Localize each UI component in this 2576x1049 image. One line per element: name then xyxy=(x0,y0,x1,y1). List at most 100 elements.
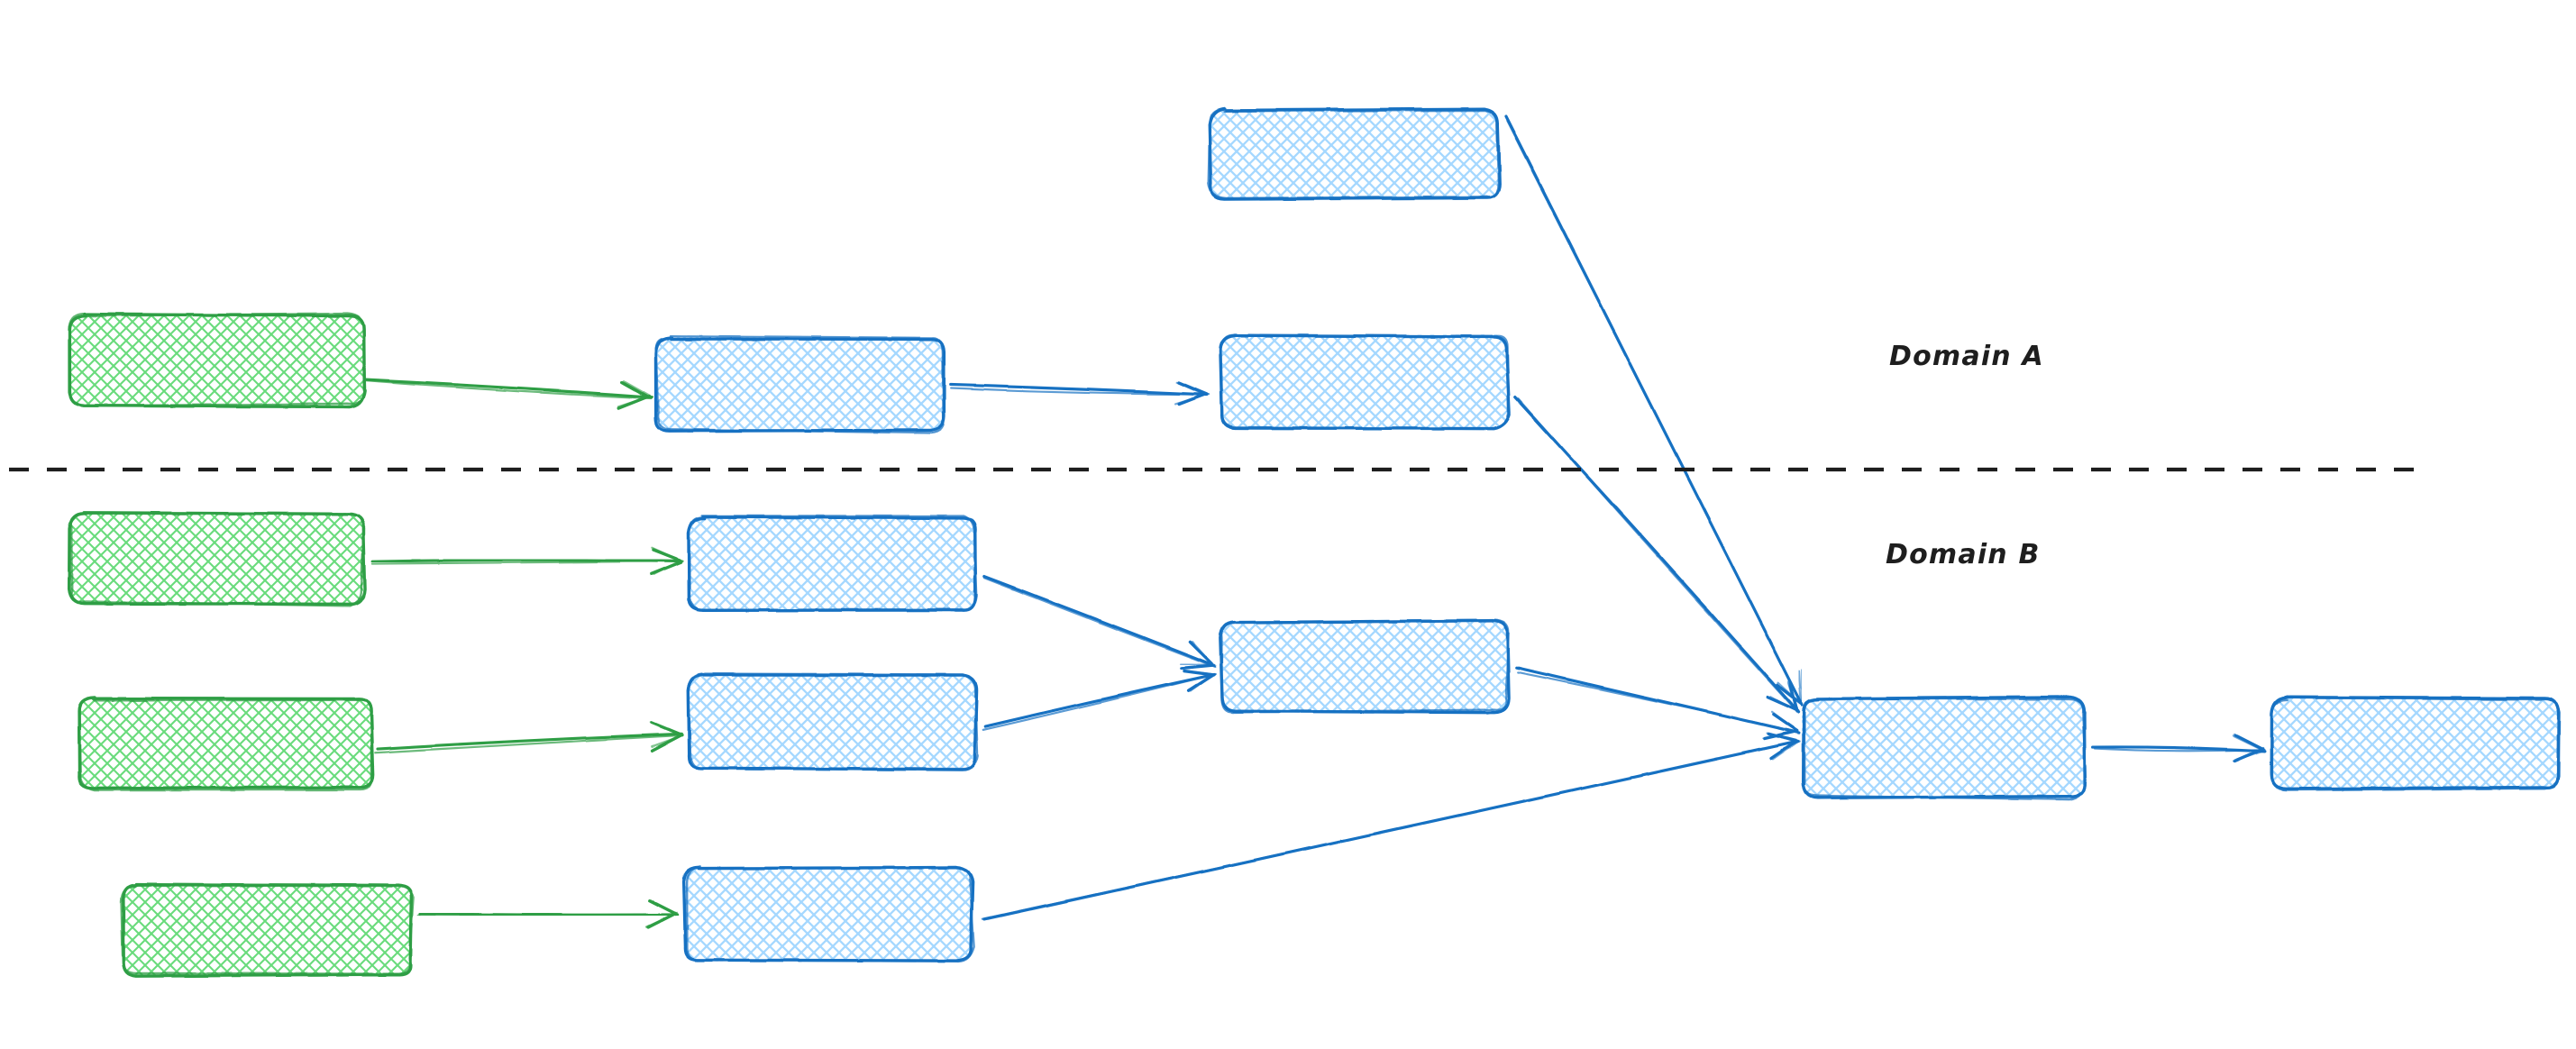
node-fill xyxy=(1220,621,1508,713)
node-outline xyxy=(688,515,978,612)
edge-shaft xyxy=(363,379,653,399)
edge-e-1[interactable] xyxy=(362,379,653,410)
edge-shaft xyxy=(370,560,684,565)
edge-arrowhead xyxy=(617,396,650,408)
node-outline xyxy=(1220,618,1510,714)
node-fill xyxy=(1802,698,2086,798)
edge-arrowhead xyxy=(1771,741,1798,761)
edge-arrowhead xyxy=(1787,680,1798,711)
node-fill xyxy=(684,867,973,962)
edge-shaft xyxy=(1517,397,1800,714)
node-outline xyxy=(1207,107,1500,200)
edge-arrowhead xyxy=(1179,662,1214,666)
edge-shaft xyxy=(1505,119,1804,707)
node-fill xyxy=(123,884,412,976)
edge-arrowhead xyxy=(1764,729,1798,740)
node-fill xyxy=(655,337,945,432)
edge-arrowhead xyxy=(620,380,650,399)
edge-e-10[interactable] xyxy=(1514,666,1800,741)
edge-arrowhead xyxy=(1768,740,1797,761)
node-outline xyxy=(68,312,367,407)
edge-arrowhead xyxy=(2232,750,2264,762)
edge-arrowhead xyxy=(2233,733,2265,751)
node-n-b-blue-mid[interactable] xyxy=(1219,618,1511,715)
edge-arrowhead xyxy=(651,547,683,563)
domain-labels-layer: Domain A Domain B xyxy=(1886,341,2044,570)
node-outline xyxy=(654,334,945,434)
edge-e-2[interactable] xyxy=(949,380,1210,406)
node-n-top-blue[interactable] xyxy=(1207,106,1502,201)
node-n-a-green[interactable] xyxy=(68,312,367,409)
node-outline xyxy=(69,512,365,607)
edge-shaft xyxy=(982,577,1217,669)
node-fill xyxy=(2270,698,2559,789)
node-n-hub-blue[interactable] xyxy=(1801,695,2087,801)
edge-arrowhead xyxy=(1777,681,1804,706)
domain-a-label: Domain A xyxy=(1889,341,2044,372)
edge-shaft xyxy=(982,672,1217,731)
edge-e-12[interactable] xyxy=(2091,733,2267,763)
edge-e-11[interactable] xyxy=(982,732,1801,921)
node-fill xyxy=(78,698,373,789)
node-fill xyxy=(689,675,977,770)
node-fill xyxy=(689,517,977,612)
edge-arrowhead xyxy=(1191,641,1213,665)
node-fill xyxy=(69,513,363,604)
node-outline xyxy=(2270,697,2561,791)
edge-arrowhead xyxy=(1769,696,1799,713)
edge-shaft xyxy=(2093,747,2266,753)
edges-layer xyxy=(362,114,2267,929)
edge-shaft xyxy=(949,383,1209,397)
edge-arrowhead xyxy=(1174,393,1208,406)
node-fill xyxy=(69,315,363,406)
edge-shaft xyxy=(982,574,1217,668)
node-outline xyxy=(1219,333,1510,431)
edge-shaft xyxy=(982,740,1801,920)
node-n-b-blue-1[interactable] xyxy=(687,515,978,613)
node-outline xyxy=(1803,698,2087,801)
edge-arrowhead xyxy=(653,561,681,576)
node-n-b-green-3[interactable] xyxy=(120,882,415,978)
edge-shaft xyxy=(416,913,678,917)
edge-shaft xyxy=(1516,670,1799,734)
edge-shaft xyxy=(375,732,683,751)
edge-arrowhead xyxy=(1189,674,1214,693)
edge-e-5[interactable] xyxy=(370,547,684,576)
node-n-a-blue-2[interactable] xyxy=(1219,333,1512,431)
node-outline xyxy=(685,865,975,963)
edge-e-6[interactable] xyxy=(374,721,684,754)
node-n-a-blue-1[interactable] xyxy=(653,334,946,434)
edge-e-7[interactable] xyxy=(416,898,680,929)
edge-arrowhead xyxy=(648,898,678,915)
edge-arrowhead xyxy=(2232,734,2263,751)
node-fill xyxy=(1210,110,1499,198)
edge-arrowhead xyxy=(622,379,651,397)
node-fill xyxy=(1220,334,1508,428)
edge-e-9[interactable] xyxy=(982,669,1217,731)
edge-arrowhead xyxy=(1797,670,1803,705)
edge-shaft xyxy=(950,387,1210,396)
edge-arrowhead xyxy=(1770,710,1797,732)
edge-arrowhead xyxy=(651,734,682,748)
edge-arrowhead xyxy=(1183,670,1215,676)
edge-arrowhead xyxy=(649,721,681,736)
domain-b-label: Domain B xyxy=(1886,539,2041,570)
edge-e-3[interactable] xyxy=(1503,114,1804,707)
node-n-final-blue[interactable] xyxy=(2270,696,2561,791)
node-n-b-green-1[interactable] xyxy=(67,511,367,607)
edge-arrowhead xyxy=(1179,663,1216,670)
node-outline xyxy=(78,697,373,791)
node-n-b-blue-2[interactable] xyxy=(687,672,979,771)
node-n-b-green-2[interactable] xyxy=(77,696,375,791)
edge-arrowhead xyxy=(645,911,679,928)
edge-e-8[interactable] xyxy=(982,574,1217,670)
nodes-layer xyxy=(67,106,2561,978)
node-outline xyxy=(687,672,979,771)
edge-e-4[interactable] xyxy=(1513,396,1801,714)
node-outline xyxy=(120,884,415,975)
node-n-b-blue-3[interactable] xyxy=(681,865,975,963)
edge-shaft xyxy=(374,734,683,754)
edge-arrowhead xyxy=(1765,732,1798,743)
